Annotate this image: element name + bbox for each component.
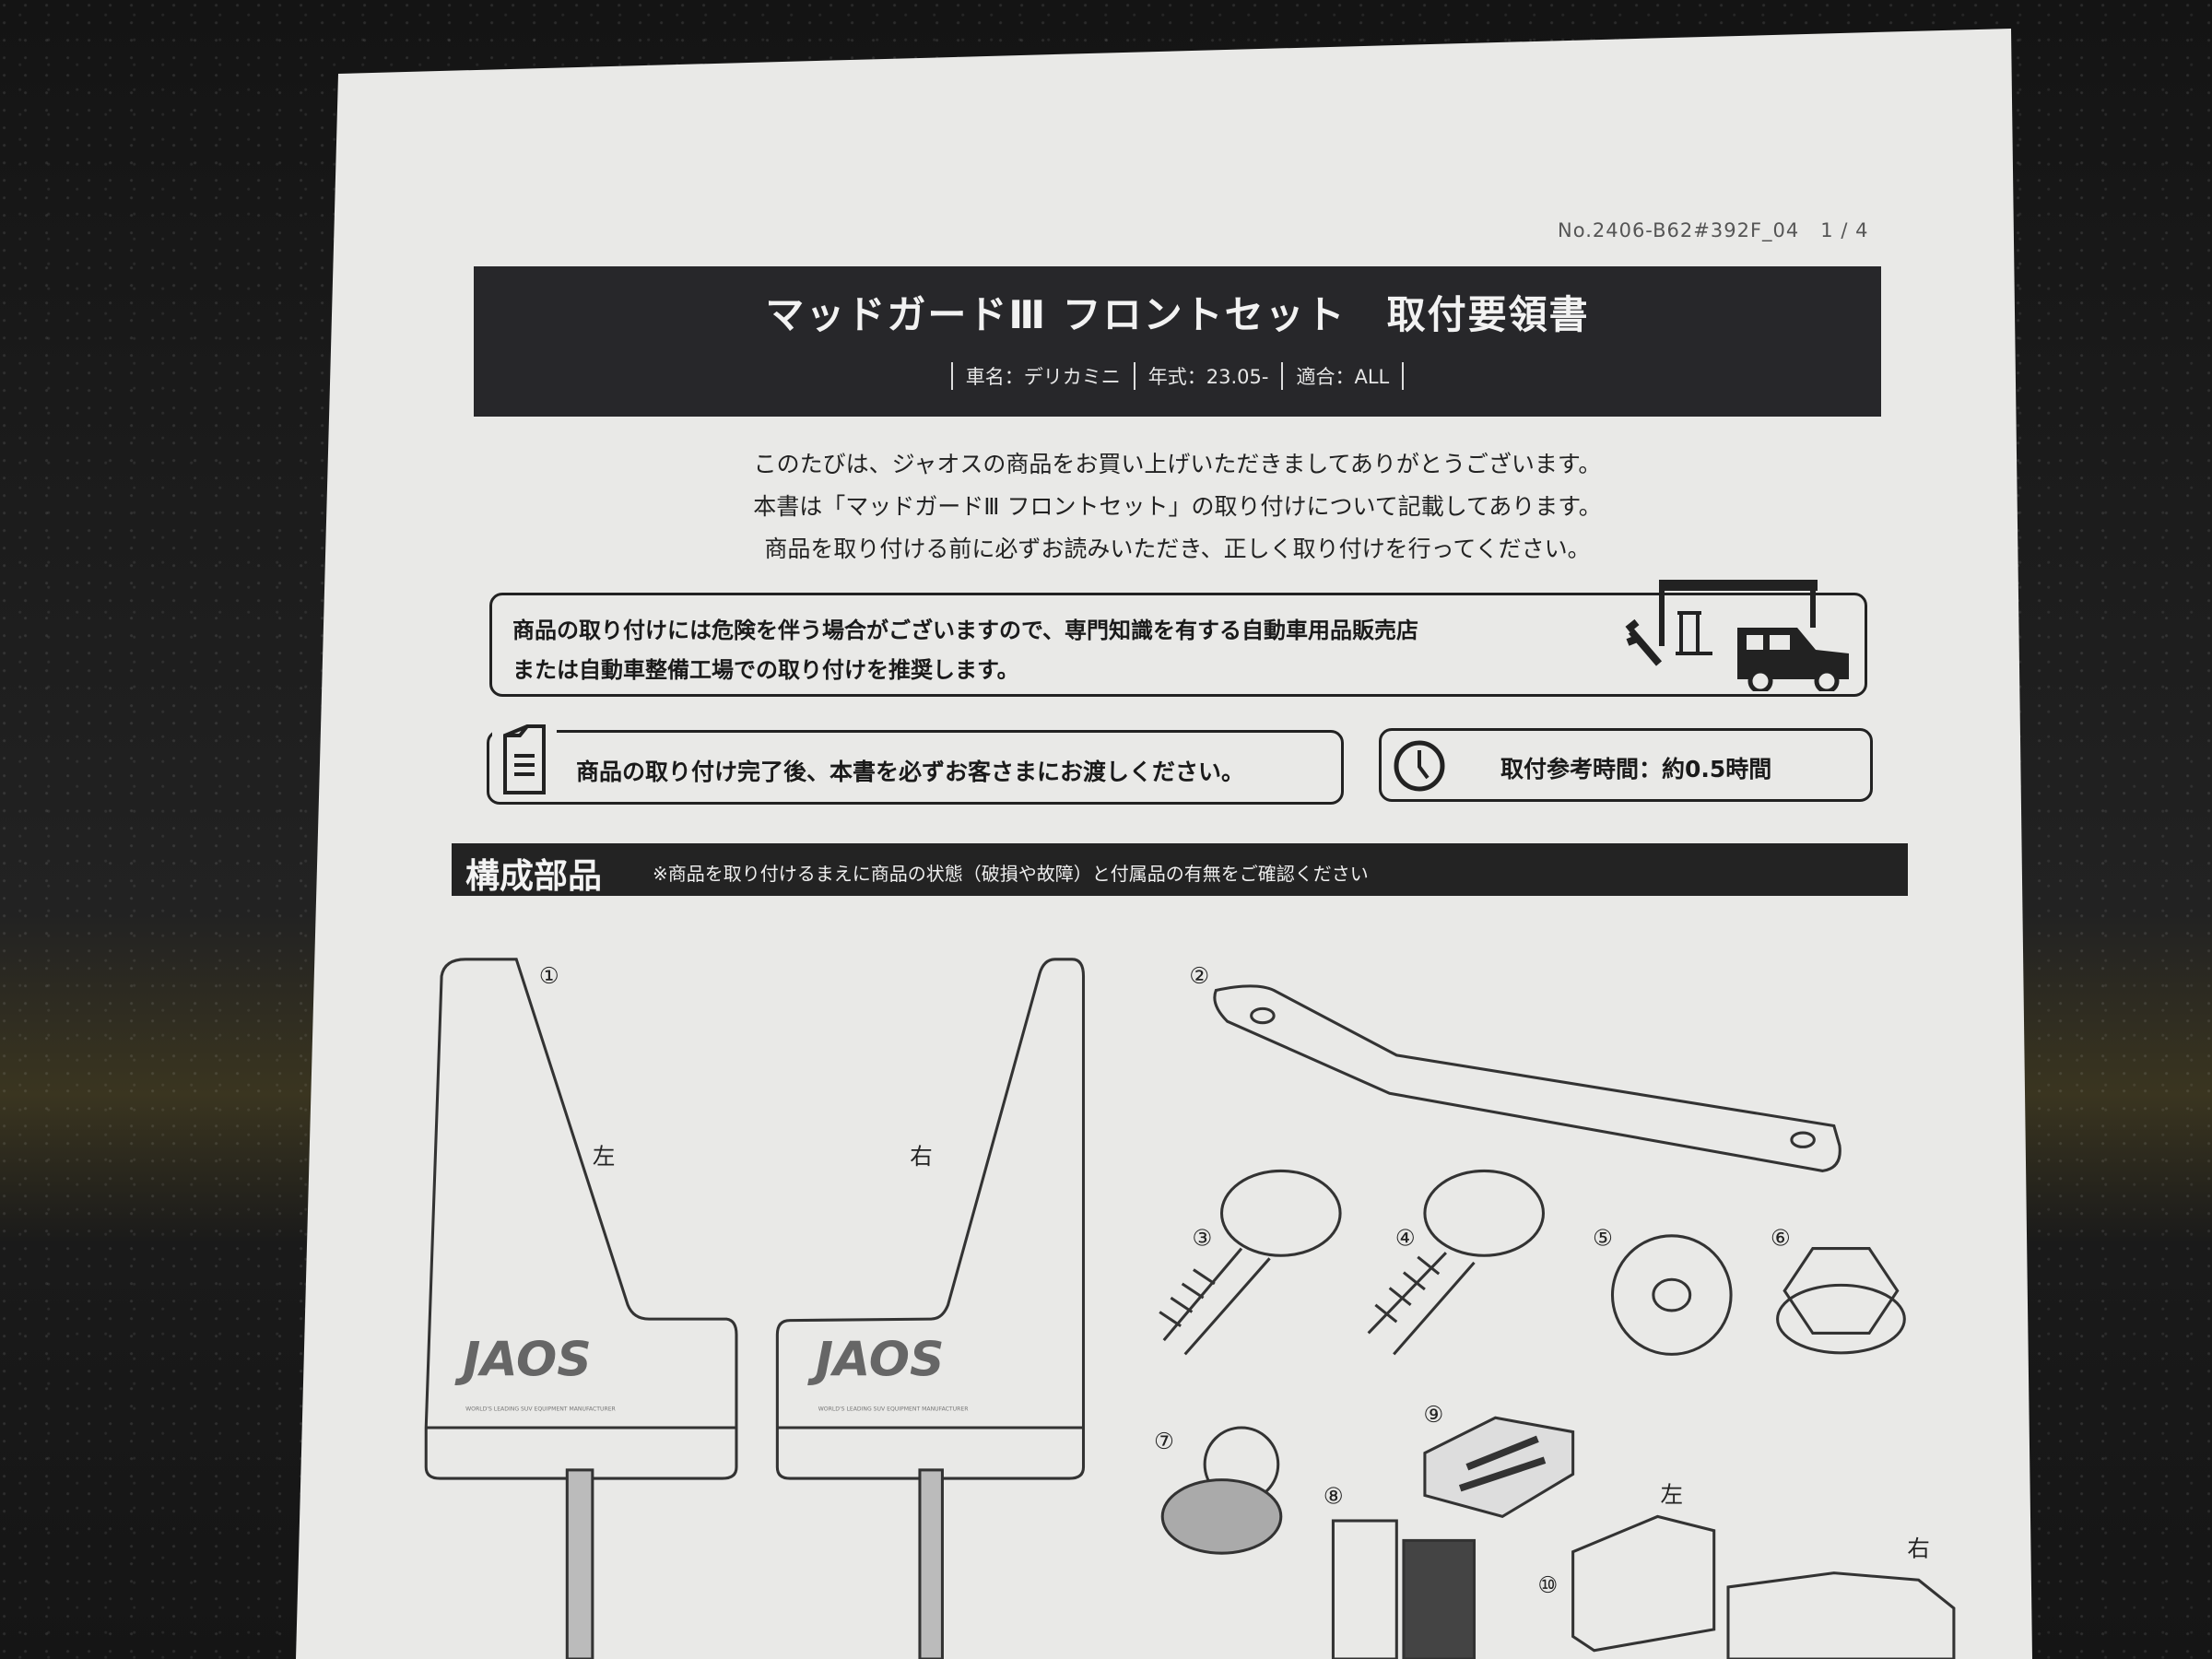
- clock-icon: [1394, 740, 1445, 792]
- bracket-left: [1571, 1514, 1716, 1653]
- install-time-box: [1379, 728, 1873, 802]
- nut-clip: [1331, 1519, 1398, 1659]
- washer: [1610, 1234, 1733, 1356]
- part-label-6: ⑥: [1771, 1225, 1791, 1252]
- warning-line-1: 商品の取り付けには危険を伴う場合がございますので、専門知識を有する自動車用品販売…: [512, 618, 1419, 643]
- logo-tagline-left: WORLD'S LEADING SUV EQUIPMENT MANUFACTUR…: [465, 1406, 616, 1413]
- bracket-right: [1726, 1571, 1956, 1659]
- professional-install-warning: [489, 593, 1867, 697]
- stay-bracket: [1213, 984, 1841, 1172]
- part-label-7: ⑦: [1154, 1428, 1174, 1454]
- part-label-4: ④: [1395, 1225, 1416, 1252]
- vehicle-name: 車名：デリカミニ: [950, 362, 1134, 390]
- flange-nut: [1783, 1247, 1900, 1335]
- document-number: No.2406-B62#392F_04 1 / 4: [1558, 219, 1868, 241]
- install-time-text: 取付参考時間：約0.5時間: [1500, 756, 1772, 782]
- fitment: 適合：ALL: [1281, 362, 1405, 390]
- part-label-9: ⑨: [1423, 1401, 1443, 1428]
- title-band: [474, 266, 1881, 417]
- handover-notice: [487, 730, 1344, 805]
- intro-line-2: 本書は「マッドガードⅢ フロントセット」の取り付けについて記載してあります。: [753, 493, 1602, 520]
- logo-tagline-right: WORLD'S LEADING SUV EQUIPMENT MANUFACTUR…: [818, 1406, 969, 1413]
- bracket-left-label: 左: [1661, 1481, 1683, 1508]
- warning-line-2: または自動車整備工場での取り付けを推奨します。: [512, 657, 1019, 683]
- part-label-3: ③: [1192, 1225, 1212, 1252]
- section-note: ※商品を取り付けるまえに商品の状態（破損や故障）と付属品の有無をご確認ください: [653, 863, 1369, 885]
- document-icon: [492, 723, 557, 796]
- mudguard-left: [424, 958, 738, 1480]
- tapping-screw: [1219, 1169, 1342, 1257]
- section-title: 構成部品: [465, 856, 602, 896]
- page-title: マッドガードⅢ フロントセット 取付要領書: [765, 292, 1590, 337]
- doc-number-text: No.2406-B62#392F_04: [1558, 219, 1800, 241]
- vehicle-info: 車名：デリカミニ年式：23.05-適合：ALL: [474, 362, 1881, 390]
- clip: [1423, 1416, 1575, 1519]
- jaos-logo-left: JAOS: [454, 1332, 592, 1387]
- handover-text: 商品の取り付け完了後、本書を必ずお客さまにお渡しください。: [576, 759, 1245, 785]
- bolt: [1423, 1169, 1546, 1257]
- page-number: 1 / 4: [1820, 219, 1869, 241]
- model-year: 年式：23.05-: [1133, 362, 1282, 390]
- left-label: 左: [593, 1143, 615, 1170]
- intro-line-3: 商品を取り付ける前に必ずお読みいただき、正しく取り付けを行ってください。: [764, 535, 1591, 562]
- intro-line-1: このたびは、ジャオスの商品をお買い上げいただきましてありがとうございます。: [753, 451, 1602, 477]
- part-label-5: ⑤: [1593, 1225, 1613, 1252]
- jaos-logo-right: JAOS: [807, 1332, 945, 1387]
- components-section-header: [452, 843, 1908, 896]
- part-label-10: ⑩: [1537, 1571, 1558, 1598]
- mudguard-right: [775, 958, 1086, 1480]
- right-label: 右: [910, 1143, 932, 1170]
- part-label-8: ⑧: [1324, 1483, 1344, 1510]
- part-label-1: ①: [539, 962, 559, 989]
- part-label-2: ②: [1189, 962, 1209, 989]
- wrench-shop-car-icon: [1625, 580, 1849, 691]
- bracket-right-label: 右: [1907, 1535, 1929, 1561]
